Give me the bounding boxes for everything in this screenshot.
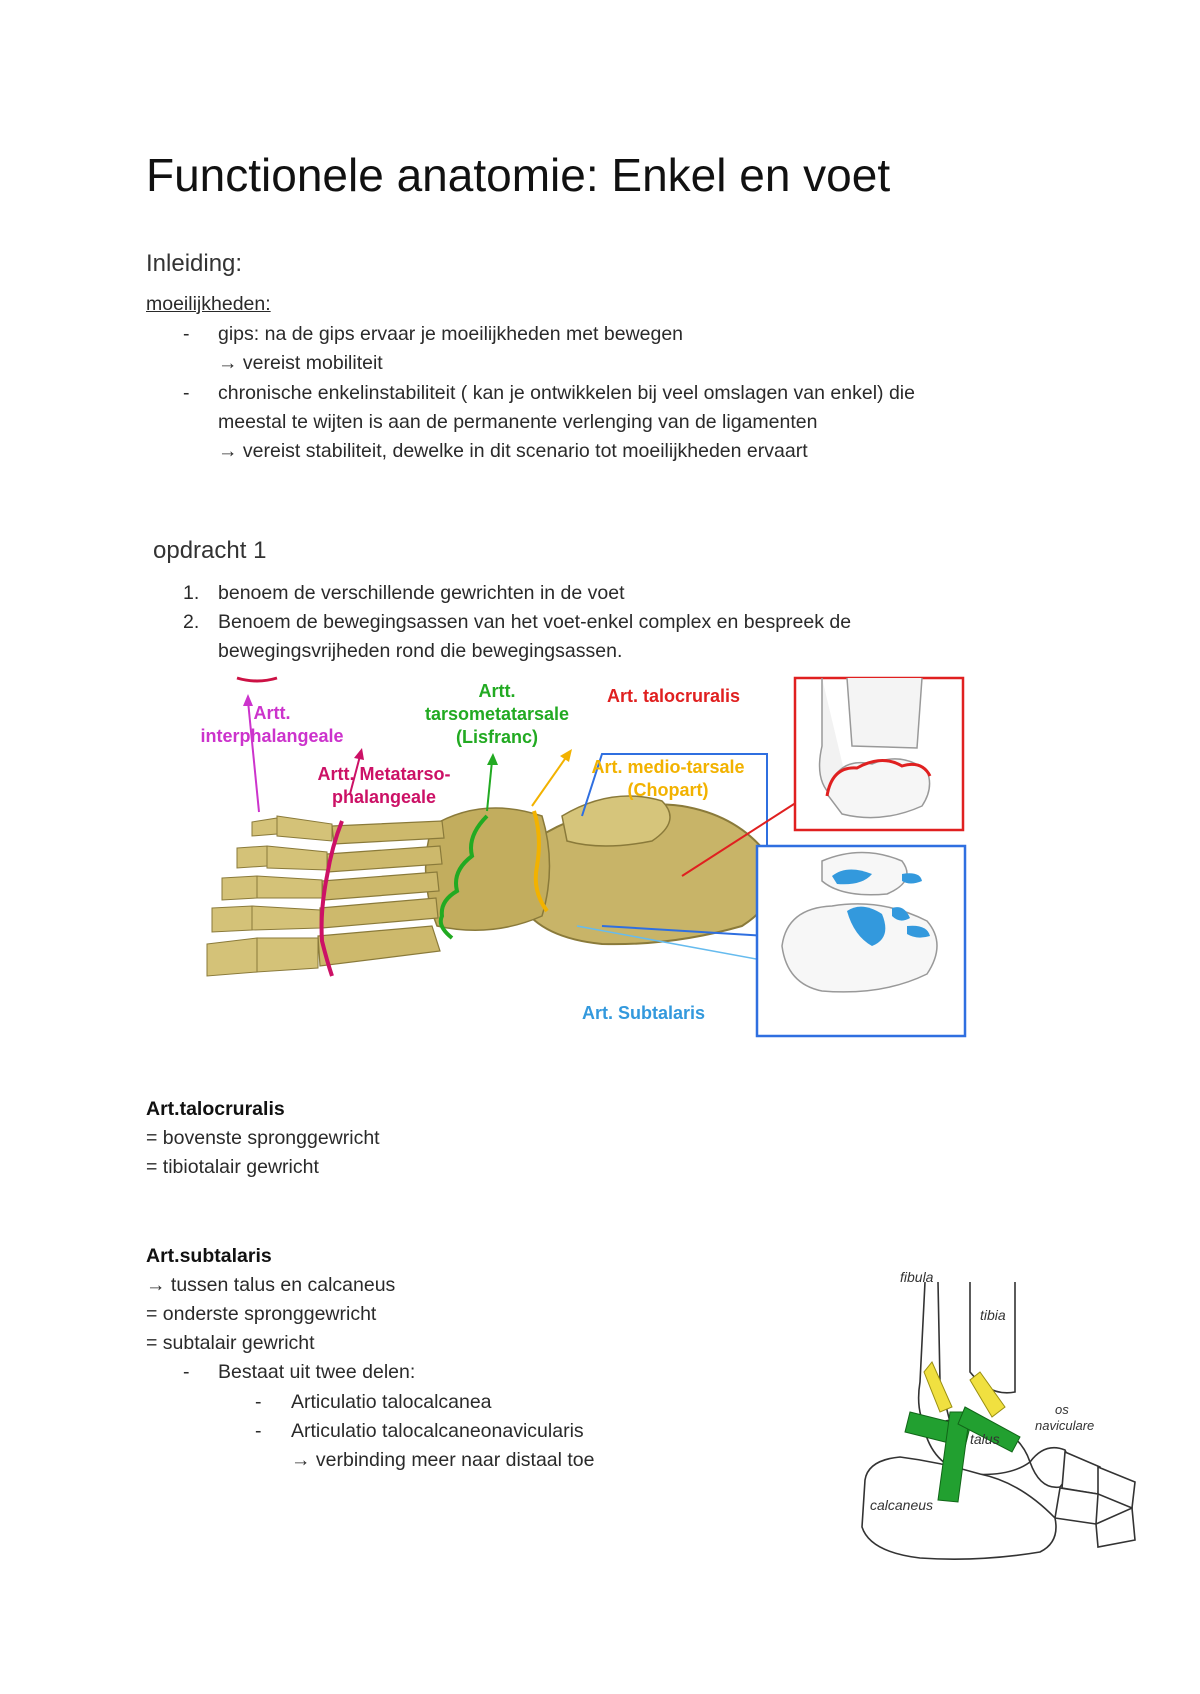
label-os: os [1055,1402,1069,1417]
intro-bullet-1-line-2: → vereist mobiliteit [218,352,383,374]
intro-bullet-1-line-1: gips: na de gips ervaar je moeilijkheden… [218,323,684,345]
label-interphalangeale-2: interphalangeale [200,726,343,746]
talocruralis-line-1: = bovenste spronggewricht [146,1127,380,1149]
metatarsophalangeal-arrow [349,755,361,795]
talocruralis-heading: Art.talocruralis [146,1098,285,1120]
label-subtalaris: Art. Subtalaris [582,1003,705,1023]
label-calcaneus: calcaneus [870,1497,933,1513]
intro-bullet-2-line-3: → vereist stabiliteit, dewelke in dit sc… [218,440,808,462]
ankle-ligaments-figure: fibula tibia os naviculare talus calcane… [861,1269,1136,1560]
label-interphalangeale-1: Artt. [254,703,291,723]
subtalaris-sub-bullet-2-marker: - [255,1420,262,1442]
subtalaris-bullet-marker: - [183,1361,190,1383]
figure-accent-mark [236,676,278,683]
subtalaris-line-2: = onderste spronggewricht [146,1303,377,1325]
assignment-item-2-line-2: bewegingsvrijheden rond die bewegingsass… [218,640,623,662]
intro-bullet-2-line-2: meestal te wijten is aan de permanente v… [218,411,818,433]
assignment-heading: opdracht 1 [153,537,267,564]
subtalaris-line-3: = subtalair gewricht [146,1332,315,1354]
label-tarsometatarsale-3: (Lisfranc) [456,727,538,747]
intro-heading: Inleiding: [146,250,243,277]
subtalaris-sub-bullet-2-line-2: → verbinding meer naar distaal toe [291,1449,595,1471]
chopart-arrow [531,755,568,807]
label-mediotarsale-1: Art. medio-tarsale [591,757,744,777]
tarsometatarsal-arrow [486,760,493,812]
tarsometatarsal-joint-line [438,814,489,940]
subtalaris-bullet-text: Bestaat uit twee delen: [218,1361,416,1383]
subtalaris-light-connector [576,925,768,962]
subtalaris-heading: Art.subtalaris [146,1245,272,1267]
label-tibia: tibia [980,1307,1006,1323]
interphalangeal-arrow [247,700,260,813]
assignment-item-1-marker: 1. [183,582,200,604]
page-title: Functionele anatomie: Enkel en voet [146,149,891,201]
subtalaris-sub-bullet-1-line-1: Articulatio talocalcanea [291,1391,492,1413]
subtalaris-sub-bullet-2-line-1: Articulatio talocalcaneonavicularis [291,1420,584,1442]
label-mediotarsale-2: (Chopart) [628,780,709,800]
assignment-item-2-marker: 2. [183,611,200,633]
label-tarsometatarsale-2: tarsometatarsale [425,704,569,724]
label-naviculare: naviculare [1035,1418,1094,1433]
subtalaris-blue-connector [581,753,768,938]
label-metatarso-1: Artt. Metatarso- [317,764,450,784]
foot-skeleton-illustration [206,795,775,977]
label-fibula: fibula [900,1269,934,1285]
intro-subheading: moeilijkheden: [146,293,271,315]
intro-bullet-2-marker: - [183,382,190,404]
subtalaris-line-1: → tussen talus en calcaneus [146,1274,396,1296]
chopart-joint-line [532,810,549,913]
label-tarsometatarsale-1: Artt. [479,681,516,701]
label-talus: talus [970,1431,1000,1447]
intro-bullet-1-marker: - [183,323,190,345]
subtalaris-sub-bullet-1-marker: - [255,1391,262,1413]
assignment-item-2-line-1: Benoem de bewegingsassen van het voet-en… [218,611,852,633]
talocruralis-line-2: = tibiotalair gewricht [146,1156,319,1178]
label-metatarso-2: phalangeale [332,787,436,807]
assignment-item-1-line-1: benoem de verschillende gewrichten in de… [218,582,625,604]
intro-bullet-2-line-1: chronische enkelinstabiliteit ( kan je o… [218,382,915,404]
foot-joints-figure: Artt. interphalangeale Artt. Metatarso- … [200,676,967,1038]
metatarsophalangeal-joint-line [319,820,344,977]
label-talocruralis: Art. talocruralis [607,686,740,706]
